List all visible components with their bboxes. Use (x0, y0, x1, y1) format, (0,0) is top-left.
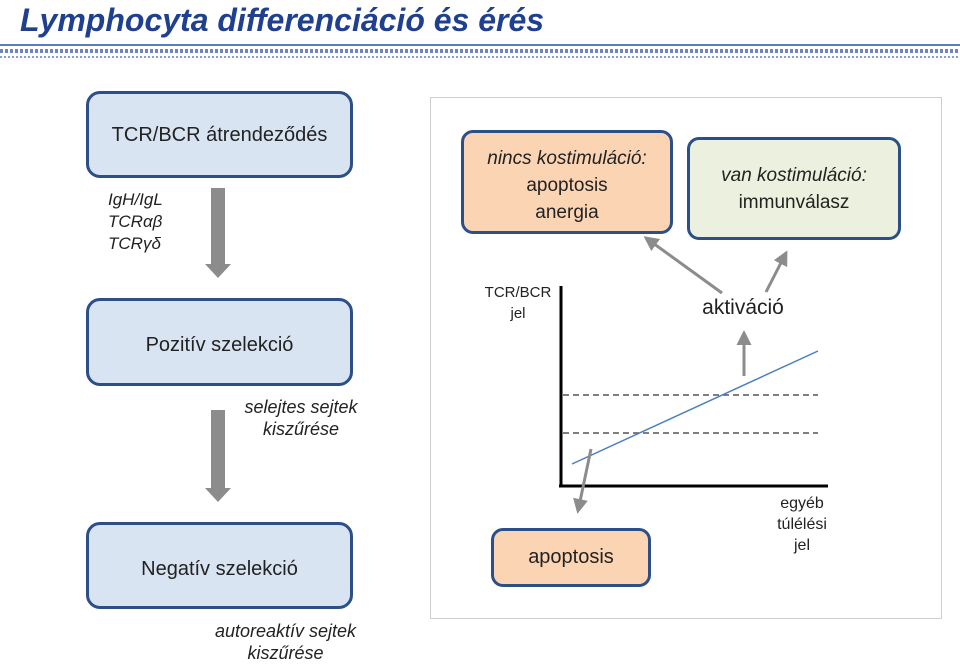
receptor-list: IgH/IgL TCRαβ TCRγδ (108, 189, 163, 255)
title-underline (0, 44, 960, 46)
title-underline-dotted (0, 56, 960, 58)
note-line: kiszűrése (262, 419, 340, 439)
receptor-item: IgH/IgL (108, 190, 163, 209)
costimulation-heading: van kostimuláció: (721, 165, 867, 186)
note-line: kiszűrése (247, 643, 324, 663)
survival-signal-label: egyéb túlélési jel (762, 493, 842, 556)
no-costimulation-line: anergia (535, 202, 599, 223)
diagonal-arrow-icon (643, 236, 723, 295)
page-title: Lymphocyta differenciáció és érés (20, 2, 545, 38)
survival-label-line: jel (793, 537, 810, 554)
title-underline-dashed (0, 49, 960, 53)
axis-label-line: jel (510, 305, 526, 322)
axis-label-line: TCR/BCR (484, 284, 552, 301)
signal-line (571, 350, 819, 465)
signal-panel (430, 97, 942, 619)
positive-selection-label: Pozitív szelekció (145, 334, 294, 356)
survival-label-line: túlélési (777, 516, 827, 533)
costimulation-box: van kostimuláció: immunválasz (687, 137, 901, 240)
defective-cells-note: selejtes sejtek kiszűrése (236, 396, 366, 440)
axis-label: TCR/BCR jel (478, 282, 558, 324)
receptor-item: TCRγδ (108, 234, 161, 253)
activation-label: aktiváció (702, 296, 784, 319)
costimulation-line: immunválasz (738, 192, 850, 213)
rearrangement-label: TCR/BCR átrendeződés (111, 124, 328, 146)
down-arrow-icon (205, 188, 231, 278)
negative-selection-box: Negatív szelekció (86, 522, 353, 609)
apoptosis-label: apoptosis (528, 546, 614, 568)
note-line: selejtes sejtek (244, 397, 358, 417)
positive-selection-box: Pozitív szelekció (86, 298, 353, 386)
diagonal-arrow-icon (764, 250, 788, 293)
apoptosis-box: apoptosis (491, 528, 651, 587)
note-line: autoreaktív sejtek (214, 621, 357, 641)
no-costimulation-heading: nincs kostimuláció: (487, 148, 647, 169)
rearrangement-box: TCR/BCR átrendeződés (86, 91, 353, 178)
negative-selection-label: Negatív szelekció (141, 558, 298, 580)
down-arrow-icon (573, 448, 593, 514)
autoreactive-cells-note: autoreaktív sejtek kiszűrése (203, 620, 368, 664)
no-costimulation-line: apoptosis (526, 175, 608, 196)
no-costimulation-box: nincs kostimuláció: apoptosis anergia (461, 130, 673, 234)
down-arrow-icon (205, 410, 231, 503)
receptor-item: TCRαβ (108, 212, 163, 231)
survival-label-line: egyéb (780, 495, 824, 512)
